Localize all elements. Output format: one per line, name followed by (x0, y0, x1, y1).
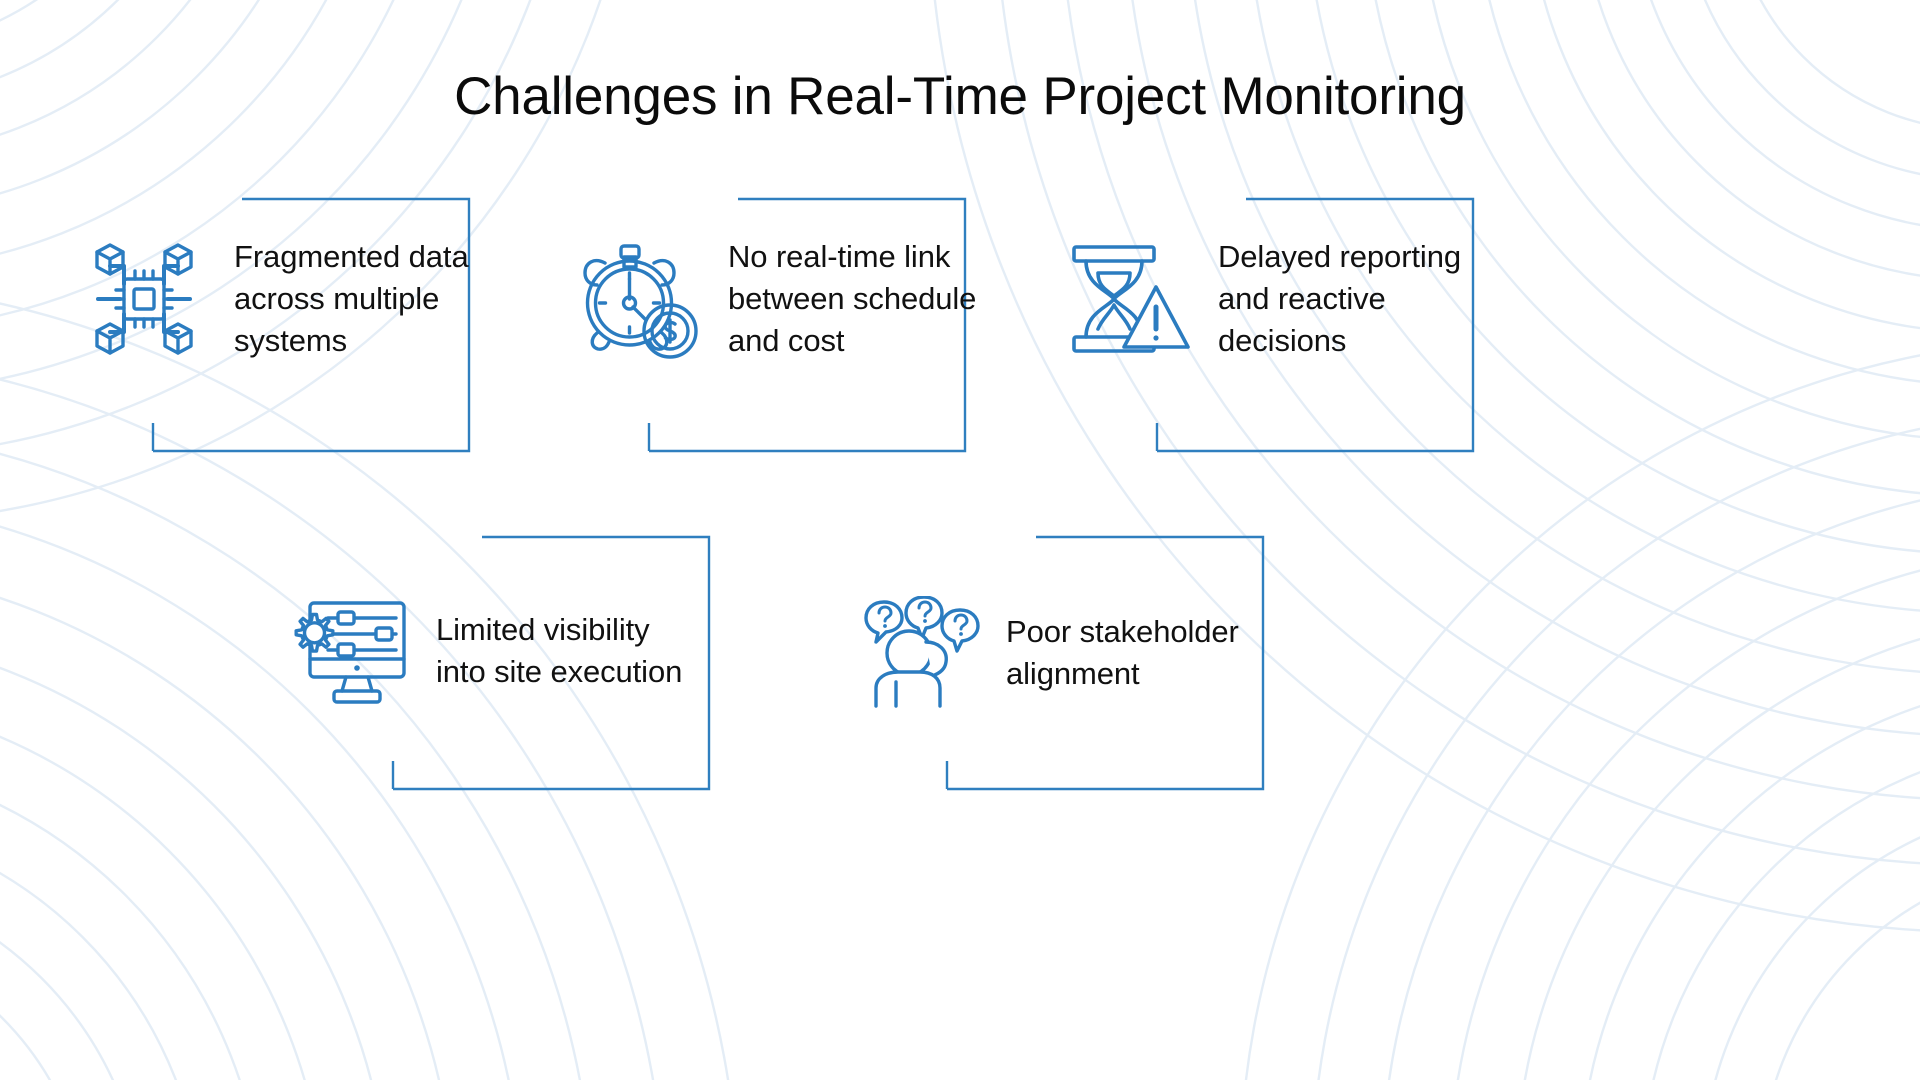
card-label: Delayed reporting and reactive decisions (1218, 239, 1462, 359)
card-fragmented-data[interactable]: Fragmented data across multiple systems (95, 197, 471, 453)
card-label: No real-time link between schedule and c… (728, 239, 977, 359)
card-delayed-reporting[interactable]: Delayed reporting and reactive decisions (1072, 197, 1475, 453)
network-cubes-chip-icon (80, 236, 208, 362)
card-content: No real-time link between schedule and c… (576, 236, 1046, 362)
alarm-clock-money-icon (576, 237, 702, 361)
confused-person-questions-icon (862, 596, 980, 710)
card-content: Limited visibility into site execution (284, 596, 754, 706)
card-label: Limited visibility into site execution (436, 611, 683, 689)
card-poor-alignment[interactable]: Poor stakeholder alignment (864, 535, 1265, 791)
page-title: Challenges in Real-Time Project Monitori… (454, 67, 1466, 126)
card-label: Fragmented data across multiple systems (234, 239, 469, 359)
card-label: Poor stakeholder alignment (1006, 613, 1239, 691)
hourglass-warning-icon (1068, 239, 1192, 359)
card-no-realtime-link[interactable]: No real-time link between schedule and c… (583, 197, 976, 453)
card-content: Poor stakeholder alignment (862, 596, 1332, 710)
card-limited-visibility[interactable]: Limited visibility into site execution (294, 535, 711, 791)
card-content: Delayed reporting and reactive decisions (1068, 236, 1538, 362)
monitor-settings-icon (284, 596, 410, 706)
card-content: Fragmented data across multiple systems (80, 236, 550, 362)
